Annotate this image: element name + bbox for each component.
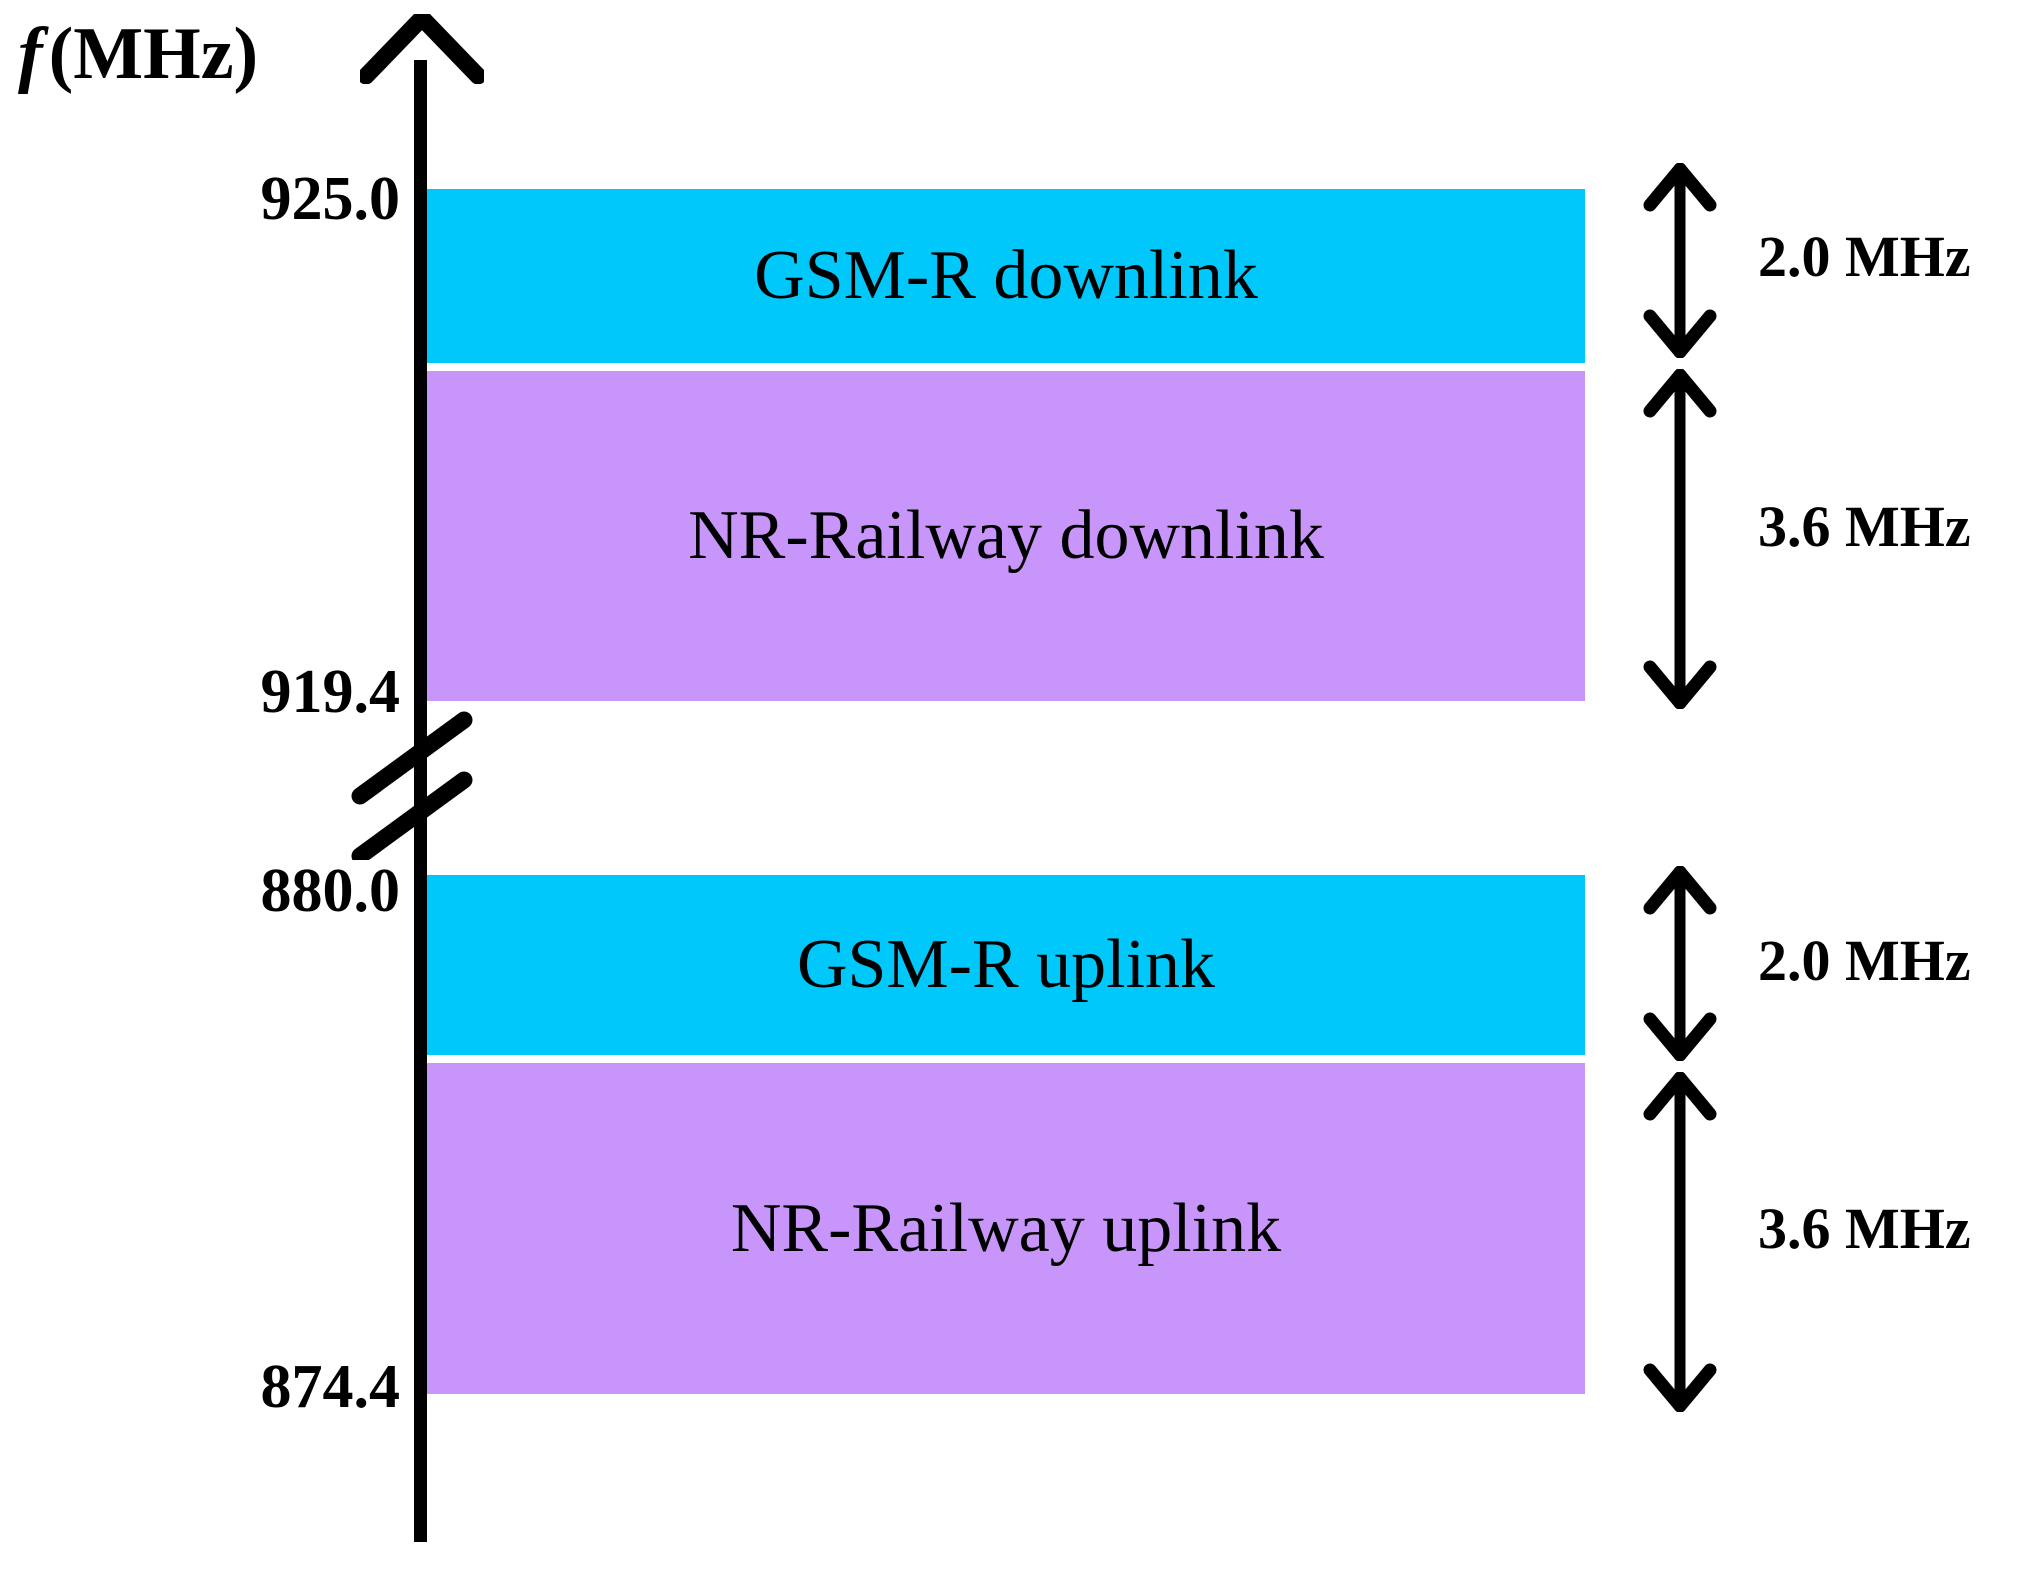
axis-break-icon	[340, 700, 540, 860]
tick-label-925: 925.0	[260, 165, 401, 233]
tick-label-919-4: 919.4	[260, 658, 401, 726]
dimension-label-nr-railway-uplink: 3.6 MHz	[1758, 1196, 1971, 1261]
axis-arrow-up-icon	[360, 14, 484, 84]
band-gsm-r-downlink: GSM-R downlink	[427, 189, 1585, 363]
band-gsm-r-uplink: GSM-R uplink	[427, 875, 1585, 1055]
dimension-arrow-gsm-r-uplink	[1638, 866, 1722, 1061]
dimension-label-gsm-r-downlink: 2.0 MHz	[1758, 224, 1971, 289]
dimension-label-gsm-r-uplink: 2.0 MHz	[1758, 928, 1971, 993]
band-label-nr-railway-downlink: NR-Railway downlink	[688, 497, 1324, 574]
axis-label-symbol: f	[18, 13, 43, 95]
frequency-axis-line	[414, 60, 427, 1542]
tick-label-880: 880.0	[260, 857, 401, 925]
dimension-arrow-nr-railway-downlink	[1638, 369, 1722, 709]
band-label-nr-railway-uplink: NR-Railway uplink	[730, 1189, 1282, 1267]
dimension-label-nr-railway-downlink: 3.6 MHz	[1758, 494, 1971, 559]
band-nr-railway-downlink: NR-Railway downlink	[427, 371, 1585, 701]
band-nr-railway-uplink: NR-Railway uplink	[427, 1063, 1585, 1394]
band-label-gsm-r-uplink: GSM-R uplink	[796, 926, 1216, 1003]
axis-label: f(MHz)	[18, 12, 258, 97]
tick-label-874-4: 874.4	[260, 1353, 401, 1421]
dimension-arrow-gsm-r-downlink	[1638, 163, 1722, 358]
band-label-gsm-r-downlink: GSM-R downlink	[754, 237, 1258, 314]
dimension-arrow-nr-railway-uplink	[1638, 1072, 1722, 1412]
axis-label-unit: (MHz)	[48, 13, 259, 95]
